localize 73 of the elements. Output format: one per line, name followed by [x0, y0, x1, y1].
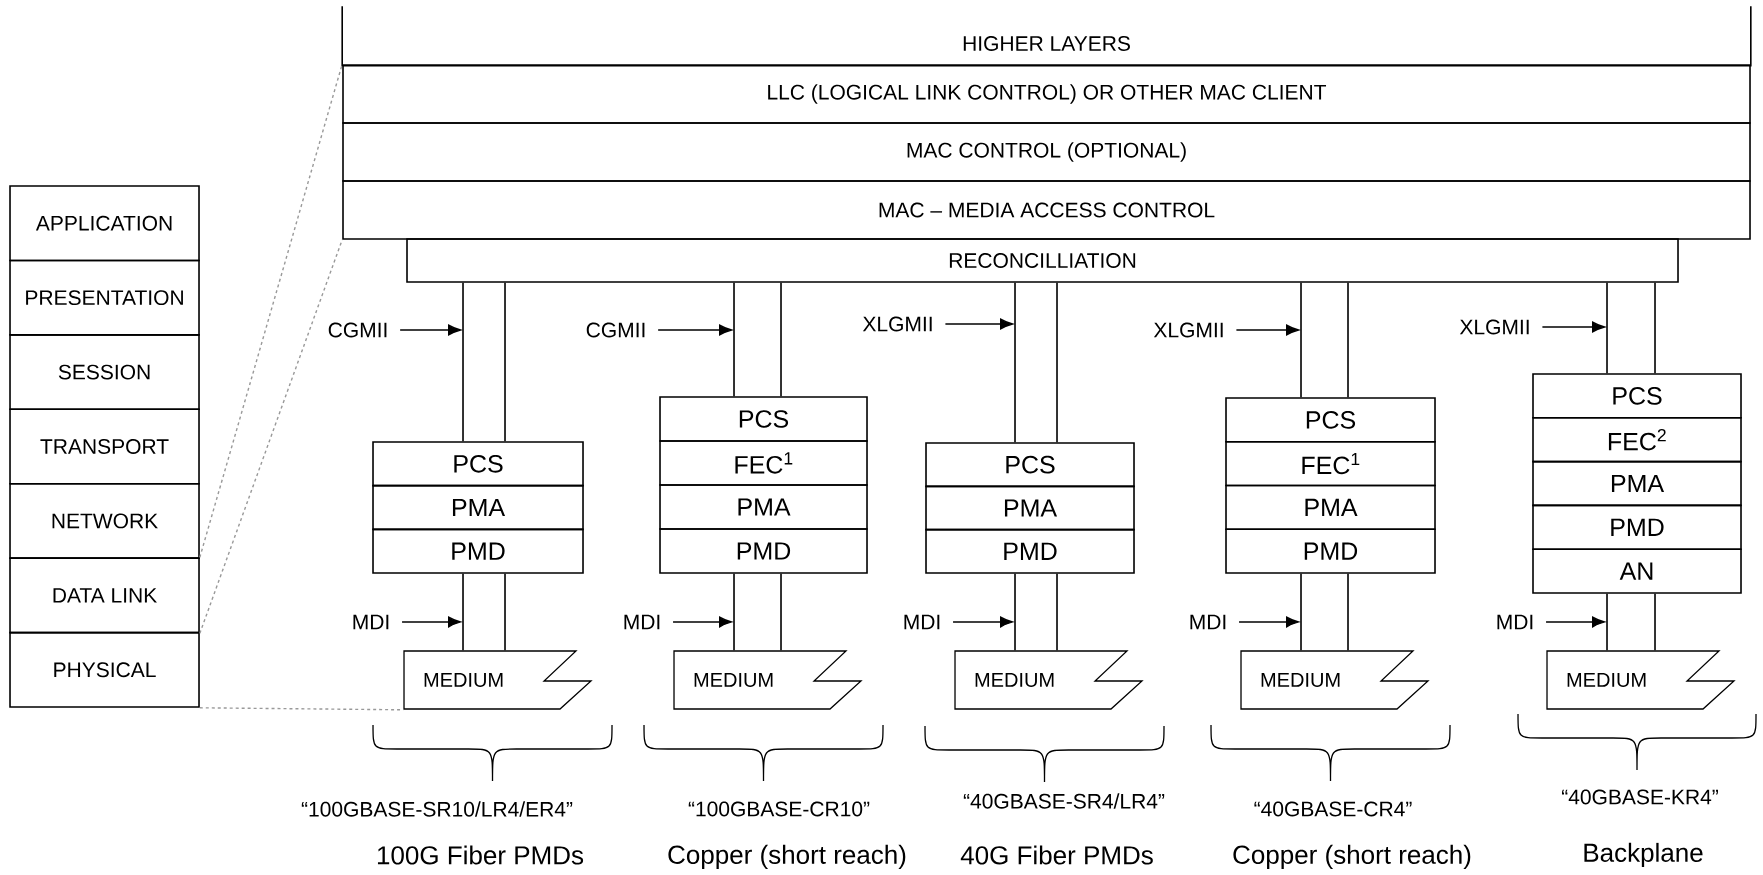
layer-band: LLC (LOGICAL LINK CONTROL) OR OTHER MAC CLIENT	[342, 64, 1751, 124]
standard-name: “40GBASE-KR4”	[1562, 789, 1718, 805]
interface-label: XLGMII	[1459, 319, 1529, 335]
bus-line	[1606, 593, 1656, 651]
category-label: 100G Fiber PMDs	[377, 845, 584, 865]
layer-box: PRESENTATION	[9, 259, 200, 336]
arrow	[399, 324, 462, 336]
bus-line	[1014, 282, 1058, 443]
arrow	[1238, 616, 1300, 628]
layer-band: MAC CONTROL (OPTIONAL)	[342, 122, 1751, 182]
sublayer-box: PMD	[659, 528, 868, 574]
bus-line	[462, 282, 506, 442]
arrow	[657, 324, 733, 336]
interface-label: MDI	[904, 614, 940, 630]
sublayer-box: AN	[1532, 548, 1742, 594]
sublayer-box: FEC$^{1}$	[1225, 440, 1436, 487]
bus-line	[1014, 573, 1058, 651]
standard-name: “100GBASE-SR10/LR4/ER4”	[301, 801, 573, 817]
sublayer-box: PMA	[659, 484, 868, 530]
arrow	[1235, 324, 1300, 336]
layer-box: APPLICATION	[9, 185, 200, 262]
arrow	[401, 616, 462, 628]
sublayer-box: FEC$^{1}$	[659, 440, 868, 486]
sublayer-box: PMD	[1225, 528, 1436, 574]
sublayer-box: PMD	[1532, 504, 1742, 550]
layer-band: MAC – MEDIA ACCESS CONTROL	[342, 180, 1751, 240]
interface-label: CGMII	[328, 322, 387, 338]
sublayer-box: PMA	[372, 484, 584, 531]
zoom-line	[199, 63, 343, 559]
category-label: Copper (short reach)	[668, 844, 906, 870]
layer-box: DATA LINK	[9, 557, 200, 634]
interface-label: XLGMII	[1153, 322, 1223, 338]
interface-label: MDI	[1497, 614, 1533, 630]
standard-name: “100GBASE-CR10”	[688, 801, 870, 817]
arrow	[1541, 321, 1606, 333]
layer-band: HIGHER LAYERS	[341, 5, 1752, 67]
standard-name: “40GBASE-CR4”	[1254, 801, 1412, 817]
interface-label: MDI	[1190, 614, 1226, 630]
category-label: Backplane	[1584, 842, 1703, 868]
bus-line	[1606, 282, 1656, 374]
layer-box: PHYSICAL	[9, 631, 200, 708]
interface-label: CGMII	[586, 322, 645, 338]
sublayer-box: PMD	[372, 528, 584, 574]
arrow	[952, 616, 1014, 628]
sublayer-box: PCS	[372, 441, 584, 487]
sublayer-box: PMA	[1225, 484, 1436, 531]
interface-label: XLGMII	[862, 316, 932, 332]
bus-line	[733, 282, 782, 397]
sublayer-box: PCS	[1532, 373, 1742, 419]
bus-line	[733, 573, 782, 651]
interface-label: MDI	[353, 614, 389, 630]
sublayer-box: FEC$^{2}$	[1532, 417, 1742, 463]
standard-name: “40GBASE-SR4/LR4”	[963, 793, 1165, 809]
bus-line	[1300, 282, 1349, 398]
sublayer-box: PMD	[925, 528, 1135, 574]
arrow	[672, 616, 733, 628]
layer-box: TRANSPORT	[9, 408, 200, 485]
sublayer-box: PCS	[1225, 397, 1436, 443]
layer-box: NETWORK	[9, 482, 200, 559]
layer-band: RECONCILLIATION	[406, 238, 1679, 283]
sublayer-box: PMA	[1532, 460, 1742, 507]
sublayer-box: PMA	[925, 485, 1135, 531]
sublayer-box: PCS	[659, 396, 868, 442]
bus-line	[462, 573, 506, 651]
layer-box: SESSION	[9, 334, 200, 411]
arrow	[1545, 616, 1606, 628]
category-label: 40G Fiber PMDs	[960, 845, 1153, 865]
interface-label: MDI	[624, 614, 660, 630]
bus-line	[1300, 573, 1349, 651]
sublayer-box: PCS	[925, 442, 1135, 488]
arrow	[944, 318, 1014, 330]
zoom-line	[199, 239, 343, 635]
category-label: Copper (short reach)	[1233, 844, 1471, 870]
